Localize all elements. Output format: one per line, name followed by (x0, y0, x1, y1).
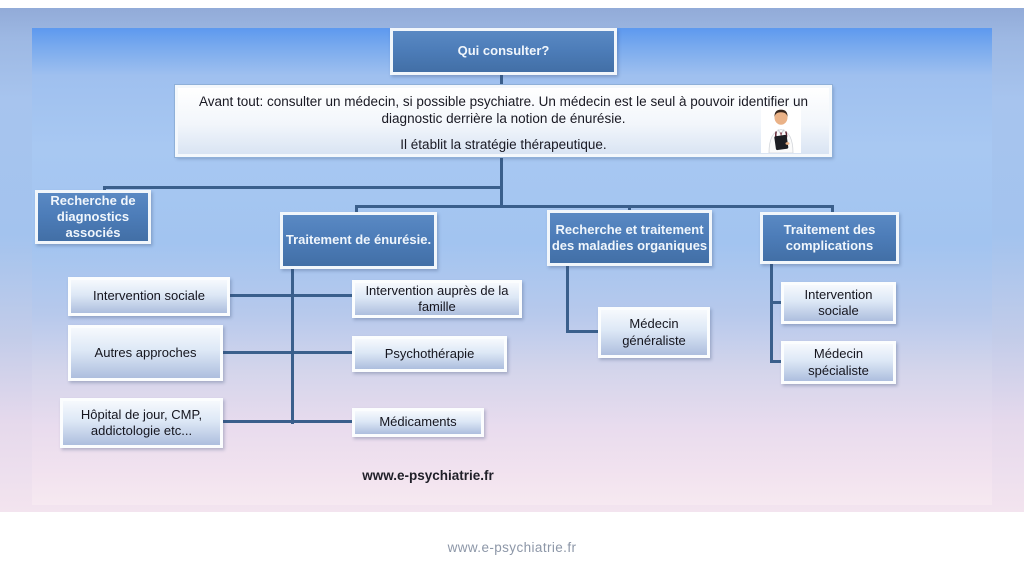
leaf-autres-approches: Autres approches (68, 325, 223, 381)
connector-enuresie-trunk (291, 269, 294, 424)
page-footer-url: www.e-psychiatrie.fr (447, 540, 577, 555)
connector-drop-organiques (628, 205, 631, 211)
connector-drop-complications (831, 205, 834, 213)
connector-leaf-row-2 (223, 351, 352, 354)
leaf-intervention-sociale-left: Intervention sociale (68, 277, 230, 316)
connector-drop-diagnostics (103, 187, 106, 191)
leaf-hopital-de-jour: Hôpital de jour, CMP, addictologie etc..… (60, 398, 223, 448)
intro-text-box: Avant tout: consulter un médecin, si pos… (175, 85, 832, 157)
connector-leaf-row-1 (230, 294, 352, 297)
connector-complications-elbow-v (770, 264, 773, 363)
connector-branch-row-2 (355, 205, 834, 208)
root-question-box: Qui consulter? (390, 28, 617, 75)
connector-drop-enuresie (355, 205, 358, 213)
intro-paragraph-1: Avant tout: consulter un médecin, si pos… (198, 94, 809, 126)
branch-maladies-organiques: Recherche et traitement des maladies org… (547, 210, 712, 266)
connector-stub-specialiste (770, 360, 783, 363)
leaf-psychotherapie: Psychothérapie (352, 336, 507, 372)
branch-traitement-enuresie: Traitement de énurésie. (280, 212, 437, 269)
leaf-intervention-famille: Intervention auprès de la famille (352, 280, 522, 318)
doctor-clipart-icon (761, 107, 801, 154)
branch-traitement-complications: Traitement des complications (760, 212, 899, 264)
leaf-medecin-specialiste: Médecin spécialiste (781, 341, 896, 384)
connector-leaf-row-3 (223, 420, 352, 423)
leaf-medecin-generaliste: Médecin généraliste (598, 307, 710, 358)
leaf-medicaments: Médicaments (352, 408, 484, 437)
intro-paragraph-2: Il établit la stratégie thérapeutique. (400, 136, 607, 152)
connector-organiques-elbow-v (566, 266, 569, 333)
connector-stub-intervention-sociale (770, 301, 783, 304)
connector-branch-row-1 (103, 186, 503, 189)
connector-organiques-elbow-h (566, 330, 600, 333)
connector-title-to-intro (500, 75, 503, 86)
connector-intro-trunk (500, 157, 503, 208)
slide-watermark: www.e-psychiatrie.fr (362, 468, 494, 483)
branch-recherche-diagnostics: Recherche de diagnostics associés (35, 190, 151, 244)
leaf-intervention-sociale-right: Intervention sociale (781, 282, 896, 324)
